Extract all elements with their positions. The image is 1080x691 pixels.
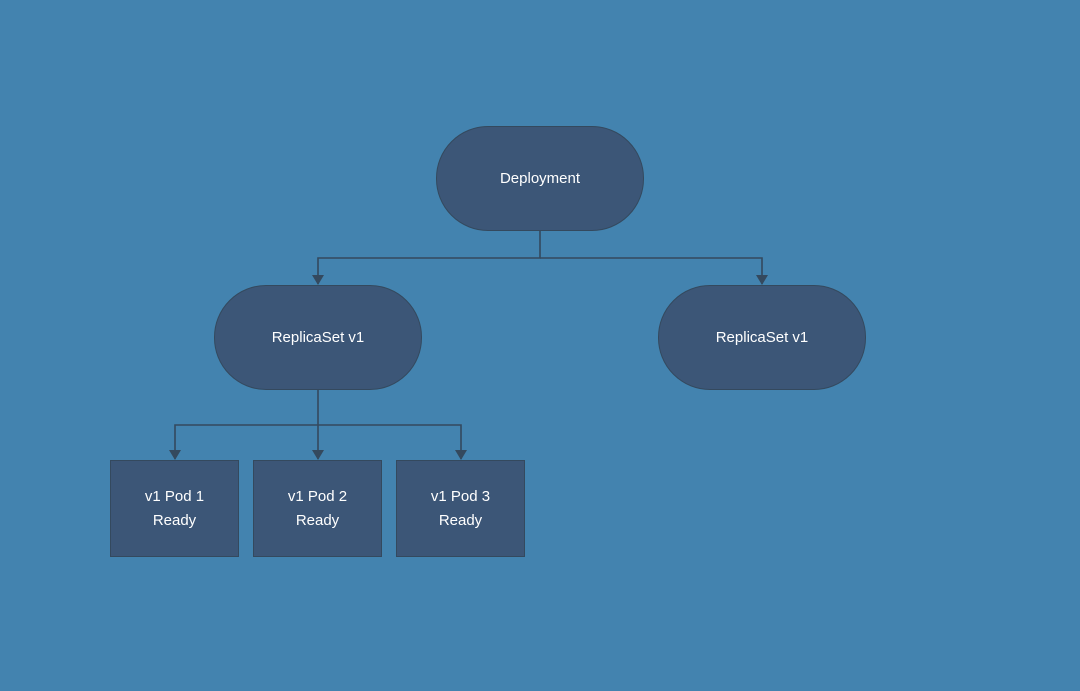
pod-name: v1 Pod 2 — [287, 487, 348, 505]
pod-node-3: v1 Pod 3 Ready — [396, 460, 525, 557]
deployment-label: Deployment — [499, 169, 581, 187]
pod-status: Ready — [295, 511, 340, 529]
edge-deployment-to-replicaset-left — [312, 231, 541, 285]
pod-node-2: v1 Pod 2 Ready — [253, 460, 382, 557]
replicaset-label: ReplicaSet v1 — [271, 328, 365, 346]
pod-name: v1 Pod 1 — [144, 487, 205, 505]
edge-replicaset-to-pod-1 — [169, 424, 318, 460]
edge-deployment-to-replicaset-right — [540, 257, 768, 285]
edge-replicaset-to-pod-3 — [318, 424, 467, 460]
pod-status: Ready — [152, 511, 197, 529]
replicaset-node-right: ReplicaSet v1 — [658, 285, 866, 390]
pod-name: v1 Pod 3 — [430, 487, 491, 505]
deployment-node: Deployment — [436, 126, 644, 231]
pod-node-1: v1 Pod 1 Ready — [110, 460, 239, 557]
replicaset-node-left: ReplicaSet v1 — [214, 285, 422, 390]
pod-status: Ready — [438, 511, 483, 529]
replicaset-label: ReplicaSet v1 — [715, 328, 809, 346]
